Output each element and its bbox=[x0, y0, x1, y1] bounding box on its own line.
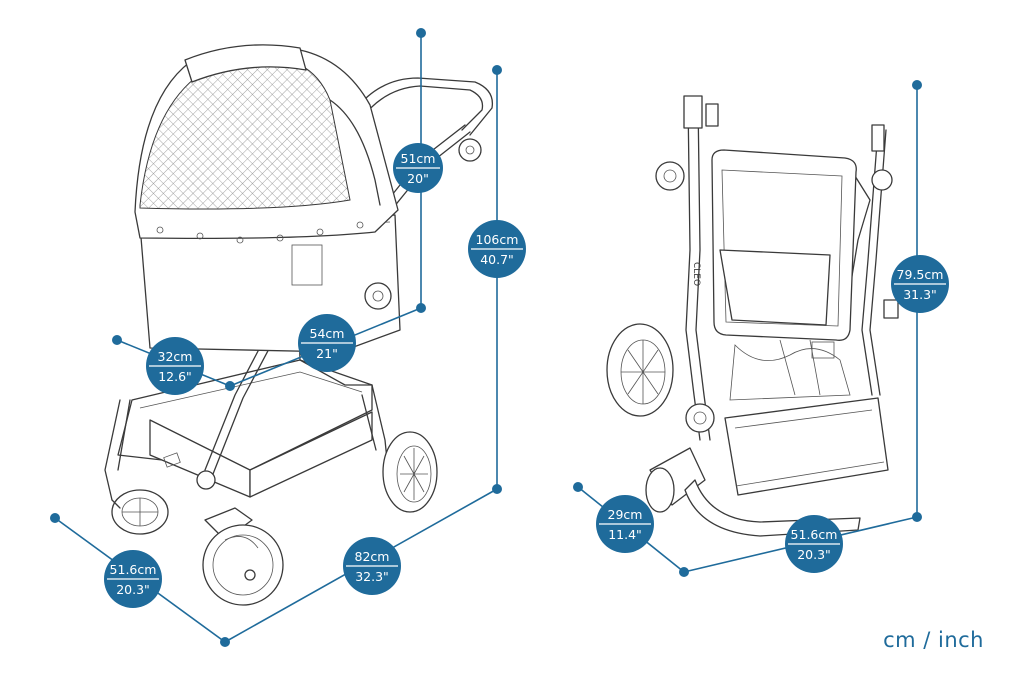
units-label: cm / inch bbox=[883, 628, 984, 652]
badge-imperial: 12.6" bbox=[158, 369, 192, 384]
badge-seat-width: 54cm 21" bbox=[298, 314, 356, 372]
badge-metric: 51.6cm bbox=[791, 527, 838, 542]
badge-imperial: 11.4" bbox=[608, 527, 642, 542]
badge-imperial: 31.3" bbox=[903, 287, 937, 302]
badge-imperial: 20.3" bbox=[797, 547, 831, 562]
brand-mark: CLEO bbox=[691, 262, 701, 286]
badge-imperial: 40.7" bbox=[480, 252, 514, 267]
badge-metric: 29cm bbox=[608, 507, 643, 522]
badge-metric: 32cm bbox=[158, 349, 193, 364]
badge-imperial: 20.3" bbox=[116, 582, 150, 597]
folded-rear-wheel bbox=[606, 323, 674, 417]
badge-carrier-width: 32cm 12.6" bbox=[146, 337, 204, 395]
badge-folded-depth: 29cm 11.4" bbox=[596, 495, 654, 553]
badge-total-height: 106cm 40.7" bbox=[468, 220, 526, 278]
front-wheel-right bbox=[202, 507, 284, 606]
badge-width: 51.6cm 20.3" bbox=[104, 550, 162, 608]
folded-stroller-illustration: CLEO bbox=[606, 95, 899, 537]
badge-imperial: 32.3" bbox=[355, 569, 389, 584]
badge-metric: 79.5cm bbox=[897, 267, 944, 282]
badge-length: 82cm 32.3" bbox=[343, 537, 401, 595]
rear-wheel bbox=[382, 431, 438, 513]
badge-metric: 54cm bbox=[310, 326, 345, 341]
badge-metric: 82cm bbox=[355, 549, 390, 564]
badge-folded-width: 51.6cm 20.3" bbox=[785, 515, 843, 573]
front-wheel-left bbox=[111, 489, 169, 535]
badge-metric: 106cm bbox=[476, 232, 519, 247]
badge-handle-height: 51cm 20" bbox=[393, 143, 443, 193]
badge-metric: 51.6cm bbox=[110, 562, 157, 577]
badge-metric: 51cm bbox=[401, 151, 436, 166]
badge-imperial: 21" bbox=[316, 346, 338, 361]
dimension-badges: 51cm 20" 106cm 40.7" 54cm 21" 32cm 12.6" 51.6cm 2… bbox=[104, 143, 949, 608]
badge-imperial: 20" bbox=[407, 171, 429, 186]
badge-folded-height: 79.5cm 31.3" bbox=[891, 255, 949, 313]
open-stroller-illustration bbox=[104, 44, 494, 606]
